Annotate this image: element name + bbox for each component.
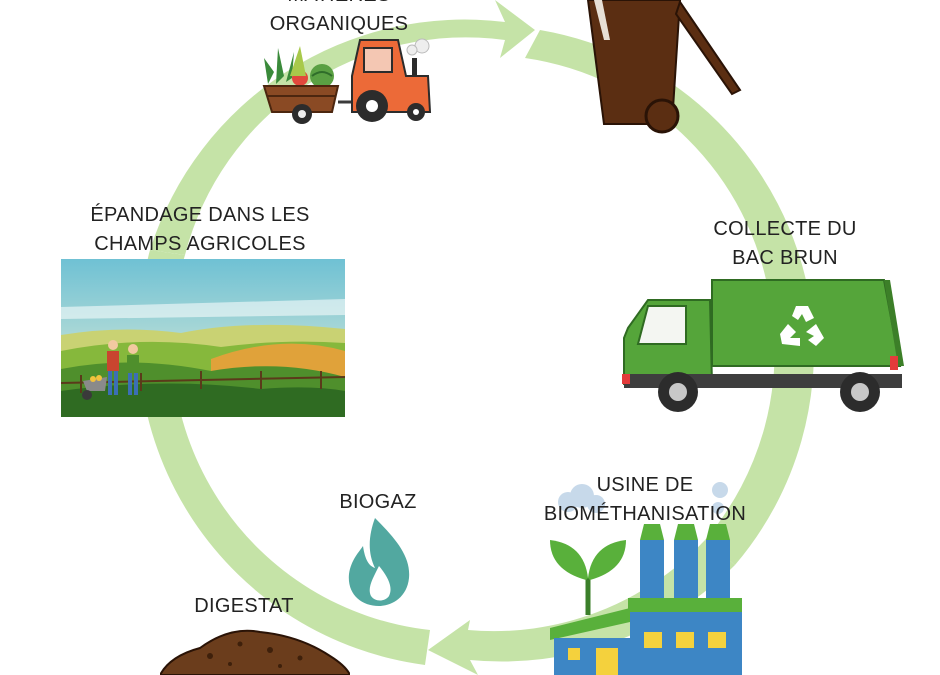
tractor-icon bbox=[262, 38, 432, 124]
garbage-truck-icon bbox=[622, 279, 904, 412]
label-matieres-organiques: MATIÈRES ORGANIQUES bbox=[269, 0, 409, 35]
flame-icon bbox=[348, 518, 410, 606]
label-usine-biomethanisation: USINE DE BIOMÉTHANISATION bbox=[543, 474, 747, 525]
label-collecte-bac-brun: COLLECTE DU BAC BRUN bbox=[713, 218, 857, 269]
farm-field-icon bbox=[61, 259, 345, 417]
label-biogaz: BIOGAZ bbox=[339, 491, 417, 513]
label-epandage-champs: ÉPANDAGE DANS LES CHAMPS AGRICOLES bbox=[90, 204, 310, 255]
brown-bin-icon bbox=[586, 0, 742, 134]
label-digestat: DIGESTAT bbox=[194, 595, 294, 617]
factory-icon bbox=[550, 482, 742, 675]
soil-pile-icon bbox=[160, 629, 350, 675]
